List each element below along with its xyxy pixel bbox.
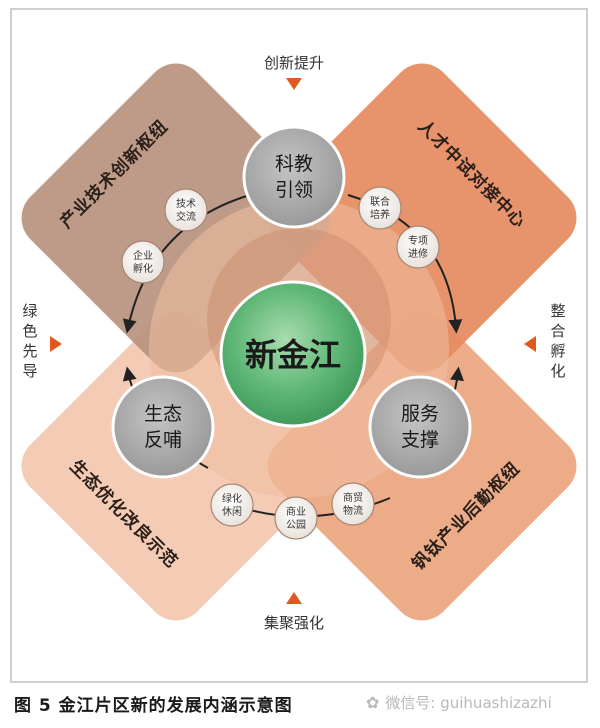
node-enterprise-incubation-l2: 孵化 (133, 262, 153, 275)
node-trade-logistics (331, 482, 375, 526)
hub-left-line1: 生态 (144, 403, 182, 425)
hub-right-line1: 服务 (401, 403, 439, 425)
hub-top-circle (242, 125, 346, 229)
edge-top-label: 创新提升 (264, 54, 324, 72)
node-enterprise-incubation (121, 240, 165, 284)
edge-left-char1: 绿 (22, 302, 37, 320)
node-trade-logistics-l2: 物流 (343, 504, 363, 517)
arrow-left (50, 336, 62, 352)
hub-right-circle (368, 375, 472, 479)
node-commercial-park (274, 496, 318, 540)
arrow-bottom (286, 592, 302, 604)
node-special-study-l1: 专项 (408, 234, 428, 247)
edge-right-char2: 合 (550, 322, 565, 340)
hub-top-line2: 引领 (275, 179, 313, 201)
hub-left-circle (111, 375, 215, 479)
node-tech-exchange-l2: 交流 (176, 210, 196, 223)
center-label: 新金江 (245, 336, 341, 374)
figure-caption: 图 5 金江片区新的发展内涵示意图 (14, 696, 293, 716)
node-green-leisure-l1: 绿化 (222, 492, 242, 505)
node-commercial-park-l1: 商业 (286, 505, 306, 518)
node-green-leisure (210, 483, 254, 527)
node-joint-training (358, 186, 402, 230)
node-joint-training-l1: 联合 (370, 195, 390, 208)
edge-right-char1: 整 (550, 302, 565, 320)
wechat-icon: ✿ (366, 693, 380, 712)
arrow-top (286, 78, 302, 90)
hub-right-line2: 支撑 (401, 429, 439, 451)
edge-left-char3: 先 (22, 342, 37, 360)
edge-right-char3: 孵 (550, 342, 565, 360)
hub-top-line1: 科教 (275, 153, 313, 175)
edge-right-char4: 化 (550, 362, 565, 380)
node-special-study-l2: 进修 (408, 247, 428, 260)
watermark-text: 微信号: guihuashizazhi (385, 694, 552, 712)
node-commercial-park-l2: 公园 (286, 519, 306, 531)
hub-left-line2: 反哺 (144, 429, 182, 451)
node-tech-exchange-l1: 技术 (176, 197, 196, 210)
center-circle (219, 280, 367, 428)
arrow-right (524, 336, 536, 352)
node-enterprise-incubation-l1: 企业 (133, 249, 153, 262)
edge-left-char4: 导 (22, 362, 37, 380)
edge-bottom-label: 集聚强化 (264, 614, 324, 632)
node-special-study (396, 225, 440, 269)
node-joint-training-l2: 培养 (370, 208, 390, 221)
node-green-leisure-l2: 休闲 (222, 505, 242, 518)
watermark: ✿ 微信号: guihuashizazhi (366, 692, 552, 713)
arc-top-left (122, 194, 251, 334)
node-tech-exchange (164, 188, 208, 232)
edge-left-char2: 色 (22, 322, 37, 340)
small-nodes (121, 186, 440, 540)
node-trade-logistics-l1: 商贸 (343, 491, 363, 504)
